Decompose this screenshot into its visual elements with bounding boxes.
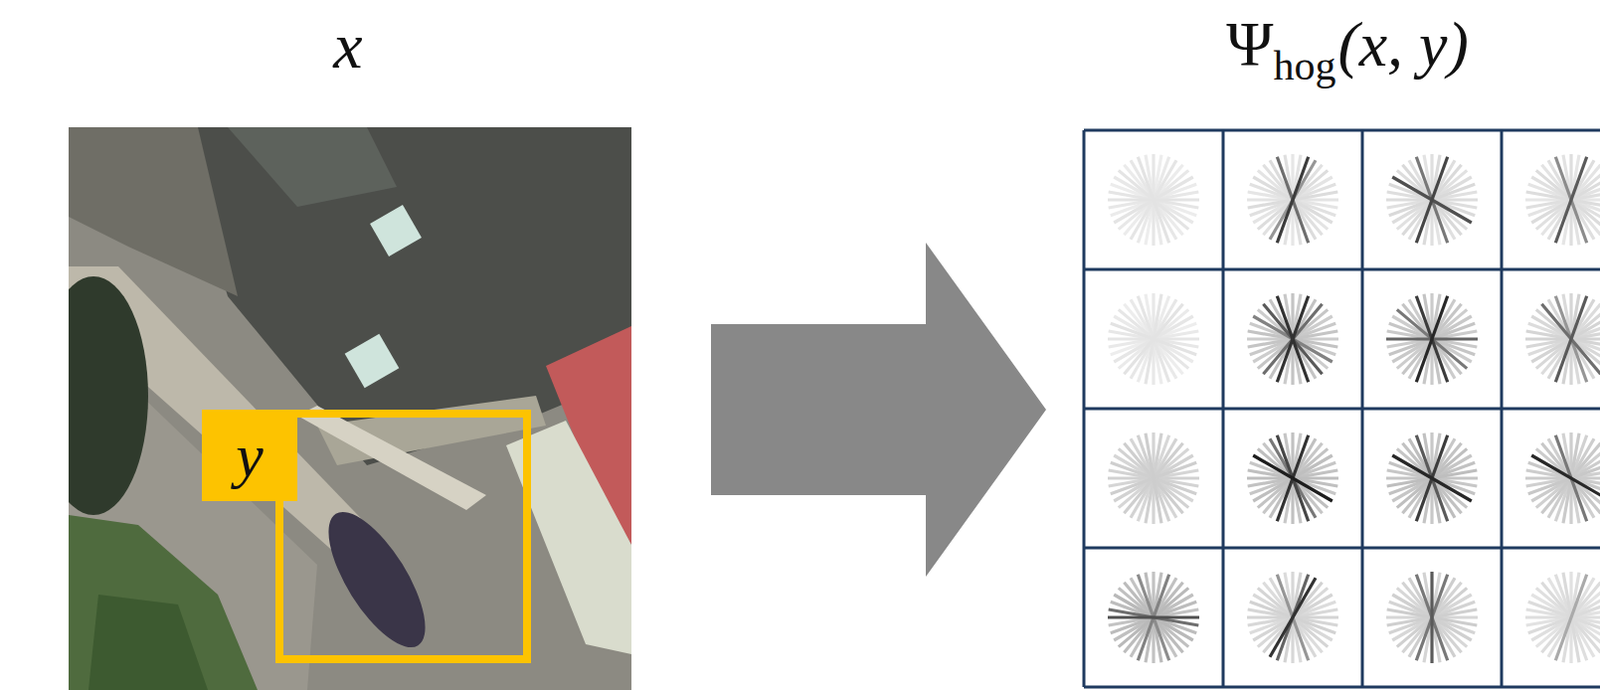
feature-subscript: hog — [1272, 41, 1336, 90]
hog-bin — [1392, 455, 1472, 502]
hog-bin — [1107, 615, 1200, 619]
hog-bin — [1276, 157, 1308, 243]
grid-bg — [1083, 130, 1600, 688]
grid-line — [1083, 546, 1600, 550]
grid-line — [1083, 686, 1600, 690]
hog-bin — [1531, 455, 1600, 502]
hog-bin — [1525, 615, 1600, 619]
aerial-image — [68, 127, 632, 690]
box-tag: y — [201, 409, 298, 502]
hog-grid — [1073, 119, 1600, 690]
hog-bin — [1252, 455, 1333, 502]
grid-line — [1361, 130, 1365, 688]
title-group: Ψhog(x, y) — [1188, 7, 1507, 82]
grid-line — [1500, 130, 1504, 688]
hog-bin — [1555, 574, 1587, 661]
hog-bin — [1108, 609, 1200, 626]
hog-bin — [1555, 157, 1587, 243]
grid-line — [1083, 407, 1600, 411]
hog-bin — [1555, 296, 1587, 382]
hog-bin — [1276, 296, 1308, 382]
hog-bin — [1528, 601, 1600, 633]
image-label: x — [318, 7, 378, 84]
hog-bin — [1416, 157, 1447, 243]
hog-bin — [1429, 571, 1433, 664]
hog-bin — [1416, 157, 1447, 243]
hog-bin — [1555, 296, 1587, 382]
arrow-shape — [696, 228, 1065, 587]
hog-bin — [1276, 296, 1308, 382]
hog-bin — [1416, 296, 1447, 382]
grid-line — [1083, 129, 1600, 133]
hog-bin — [1137, 157, 1169, 243]
hog-bin — [1555, 157, 1587, 243]
hog-bin — [1528, 601, 1600, 633]
hog-bin — [1269, 577, 1316, 658]
feature-args: (x, y) — [1337, 7, 1468, 82]
bounding-box: y — [275, 409, 532, 664]
hog-bin — [1555, 574, 1587, 661]
feature-label: Ψ — [1226, 7, 1273, 82]
hog-bin — [1145, 433, 1162, 525]
hog-bin — [1525, 476, 1600, 480]
grid-line — [1083, 268, 1600, 272]
hog-bin — [1110, 323, 1197, 355]
hog-bin — [1536, 170, 1600, 229]
hog-bin — [1276, 157, 1308, 243]
hog-bin — [1145, 433, 1162, 525]
hog-bin — [1525, 337, 1600, 341]
hog-bin — [1416, 296, 1447, 382]
